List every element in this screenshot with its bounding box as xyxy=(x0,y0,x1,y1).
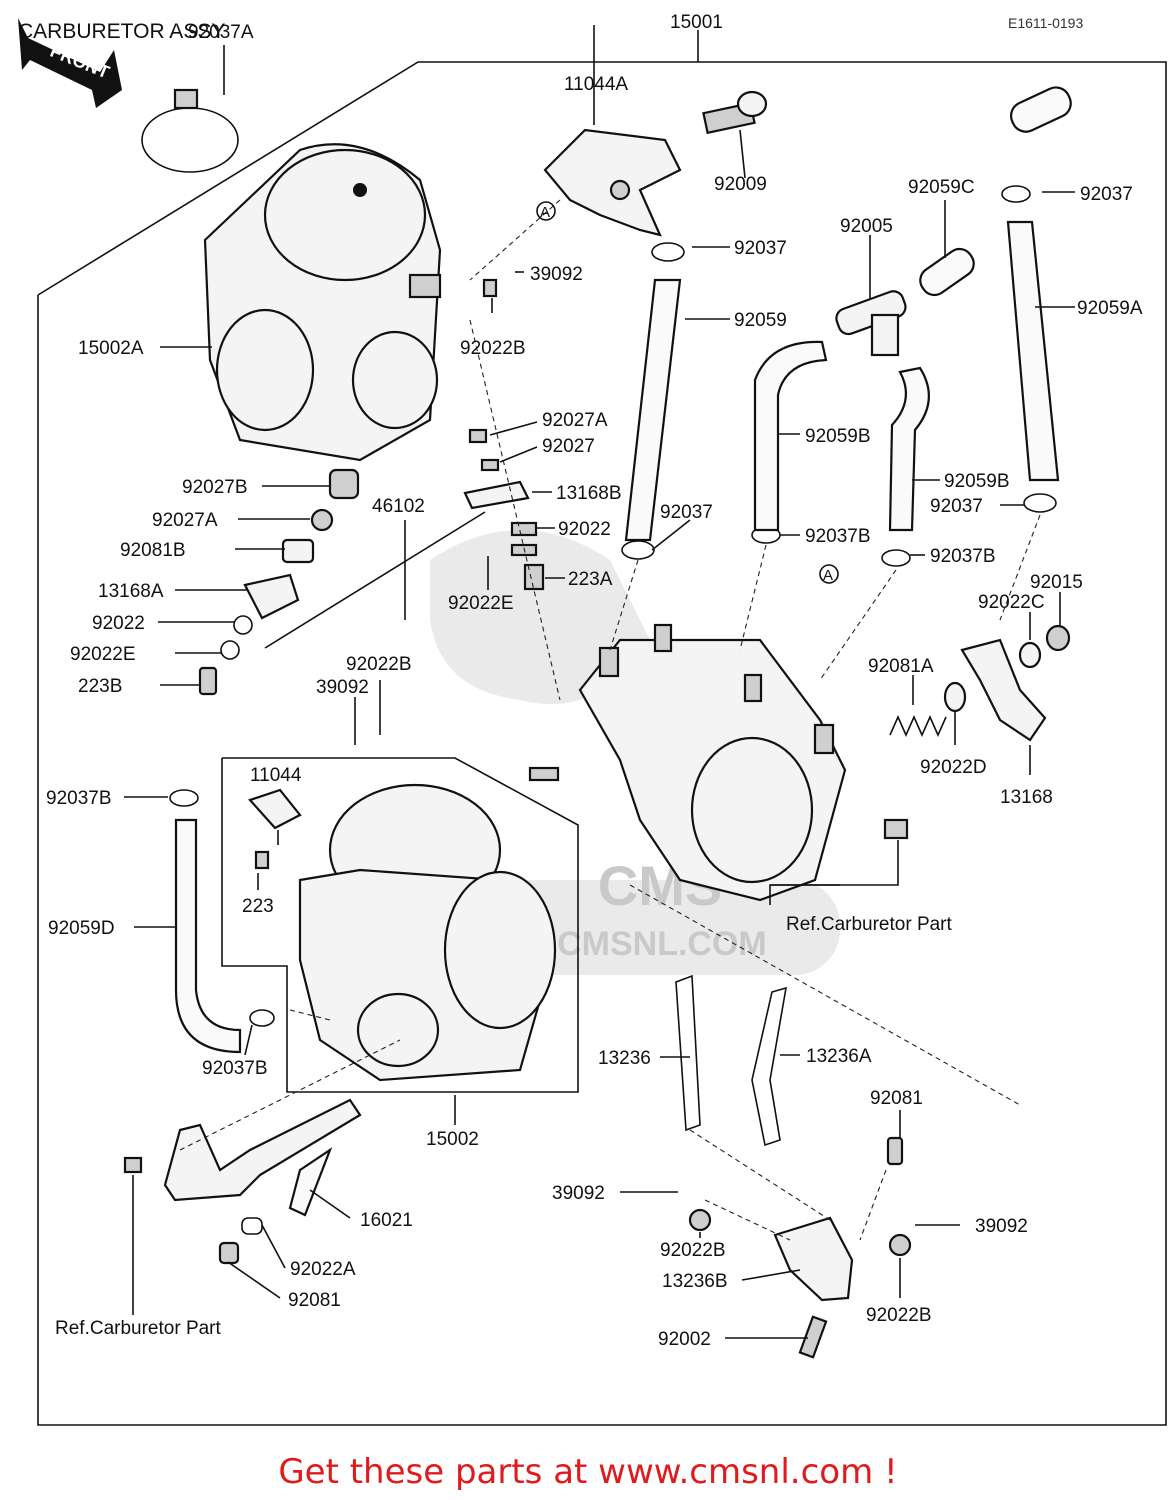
bracket-11044a-icon xyxy=(543,90,768,237)
part-label: 92059B xyxy=(944,471,1010,492)
part-label: 92081A xyxy=(868,656,934,677)
part-labels: CARBURETOR ASSY E1611-0193 92037A 15001 … xyxy=(18,12,1143,1350)
assembly-frame xyxy=(37,30,1167,1426)
sub-assembly-frame xyxy=(221,757,579,1093)
part-label: 39092 xyxy=(316,677,369,698)
part-label: 92059C xyxy=(908,177,975,198)
part-label: 92059 xyxy=(734,310,787,331)
reference-marker-a: A xyxy=(823,567,833,584)
part-label: 13168 xyxy=(1000,787,1053,808)
part-label: 92081 xyxy=(288,1290,341,1311)
part-label: 92081B xyxy=(120,540,186,561)
part-label: 92027 xyxy=(542,436,595,457)
part-label: 15001 xyxy=(670,12,723,33)
hoses xyxy=(174,86,1072,1217)
part-label: 15002A xyxy=(78,338,144,359)
part-label: 92022E xyxy=(70,644,136,665)
part-label: 92022D xyxy=(920,757,987,778)
part-label: 16021 xyxy=(360,1210,413,1231)
part-label: 92022C xyxy=(978,592,1045,613)
part-label: 92022 xyxy=(92,613,145,634)
reference-marker-a: A xyxy=(540,204,550,221)
part-label: 92027B xyxy=(182,477,248,498)
part-label: 92009 xyxy=(714,174,767,195)
part-label: 39092 xyxy=(552,1183,605,1204)
part-label: 92027A xyxy=(152,510,218,531)
footer-promo-text: Get these parts at www.cmsnl.com ! xyxy=(278,1452,898,1492)
part-label: 92037 xyxy=(930,496,983,517)
ref-carburetor-part-label: Ref.Carburetor Part xyxy=(55,1318,222,1339)
part-label: 92037A xyxy=(188,22,254,43)
part-label: 92037B xyxy=(202,1058,268,1079)
carburetor-15002a-icon xyxy=(203,143,442,462)
carburetor-body-right-icon xyxy=(528,623,909,902)
page-title: CARBURETOR ASSY xyxy=(18,20,225,43)
part-label: 92022B xyxy=(660,1240,726,1261)
part-label: 92037B xyxy=(46,788,112,809)
part-label: 39092 xyxy=(530,264,583,285)
part-label: 223 xyxy=(242,896,274,917)
part-label: 92037B xyxy=(930,546,996,567)
leader-lines xyxy=(124,25,1075,1339)
part-label: 92059B xyxy=(805,426,871,447)
part-label: 15002 xyxy=(426,1129,479,1150)
part-label: 13236A xyxy=(806,1046,872,1067)
part-label: 39092 xyxy=(975,1216,1028,1237)
linkage-16021-icon xyxy=(123,1098,362,1265)
part-label: 92037 xyxy=(1080,184,1133,205)
part-label: 13168B xyxy=(556,483,622,504)
part-label: 92002 xyxy=(658,1329,711,1350)
part-label: 92022B xyxy=(346,654,412,675)
part-label: 92037B xyxy=(805,526,871,547)
part-label: 92027A xyxy=(542,410,608,431)
spring-bracket-icon xyxy=(889,624,1071,742)
part-label: 92005 xyxy=(840,216,893,237)
part-label: 92037 xyxy=(734,238,787,259)
part-label: 92015 xyxy=(1030,572,1083,593)
part-label: 13168A xyxy=(98,581,164,602)
part-label: 13236B xyxy=(662,1271,728,1292)
ref-carburetor-part-label: Ref.Carburetor Part xyxy=(786,914,953,935)
part-label: 13236 xyxy=(598,1048,651,1069)
part-label: 92022A xyxy=(290,1259,356,1280)
carburetor-15002-icon xyxy=(248,783,557,1082)
part-label: 223A xyxy=(568,569,613,590)
exploded-view-drawing: CMS WWW.CMSNL.COM FRONT xyxy=(18,12,1167,1426)
diagram-code: E1611-0193 xyxy=(1008,15,1083,31)
part-label: 11044 xyxy=(250,765,302,786)
part-label: 92022B xyxy=(866,1305,932,1326)
part-label: 92037 xyxy=(660,502,713,523)
part-label: 223B xyxy=(78,676,122,697)
part-label: 92022E xyxy=(448,593,514,614)
t-joint-92005-icon xyxy=(835,290,907,357)
part-label: 11044A xyxy=(564,74,628,95)
part-label: 92081 xyxy=(870,1088,923,1109)
reference-dashes xyxy=(179,199,1041,1241)
linkage-rods-icon xyxy=(675,974,912,1359)
clamp-icon xyxy=(141,45,239,173)
part-label: 46102 xyxy=(372,496,425,517)
part-label: 92022 xyxy=(558,519,611,540)
part-label: 92059D xyxy=(48,918,115,939)
part-label: 92059A xyxy=(1077,298,1143,319)
part-label: 92022B xyxy=(460,338,526,359)
